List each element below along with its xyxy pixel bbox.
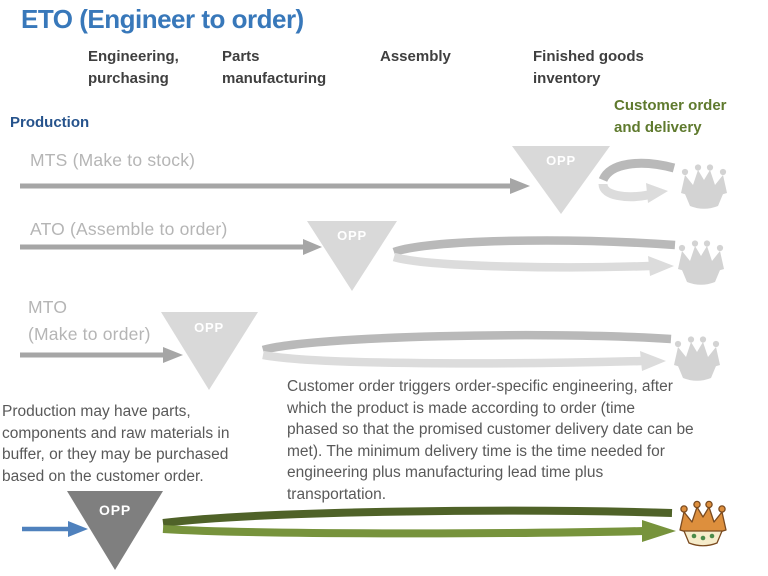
ato-production-arrow [20, 239, 322, 255]
production-label: Production [10, 114, 90, 131]
ato-opp-triangle-icon [307, 221, 397, 291]
column-header-assembly: Assembly [380, 48, 451, 65]
mto-opp-triangle-icon [161, 312, 258, 390]
ato-order-delivery-loop [392, 236, 676, 276]
column-header-engineering-purchasing: Engineering, purchasing [88, 48, 179, 87]
column-header-finished-goods-inventory: Finished goods inventory [533, 48, 644, 87]
eto-opp-triangle-icon [67, 491, 163, 570]
mts-row-label: MTS (Make to stock) [30, 150, 196, 170]
eto-customer-crown-icon-colored [679, 500, 727, 547]
mto-production-arrow [20, 347, 183, 363]
buffer-note-text: Production may have parts, components an… [2, 403, 230, 485]
ato-customer-crown-icon [678, 240, 724, 285]
ato-opp-label: OPP [337, 228, 367, 243]
customer-order-delivery-label: Customer order and delivery [614, 97, 727, 136]
eto-production-arrow [22, 521, 88, 537]
mto-opp-label: OPP [194, 320, 224, 335]
page-title: ETO (Engineer to order) [21, 4, 304, 34]
mto-order-delivery-loop [261, 330, 672, 371]
mts-opp-triangle-icon [512, 146, 610, 214]
column-header-parts-manufacturing: Parts manufacturing [222, 48, 327, 87]
mto-row-label: MTO (Make to order) [28, 297, 151, 344]
ato-row-label: ATO (Assemble to order) [30, 219, 228, 239]
mts-order-delivery-loop [598, 158, 676, 203]
eto-explanation-text: Customer order triggers order-specific e… [287, 378, 694, 503]
mts-customer-crown-icon [681, 164, 727, 209]
mts-opp-label: OPP [546, 153, 576, 168]
mts-production-arrow [20, 178, 530, 194]
eto-order-delivery-loop [162, 506, 676, 542]
eto-opp-label: OPP [99, 502, 131, 518]
mto-customer-crown-icon [674, 336, 720, 381]
